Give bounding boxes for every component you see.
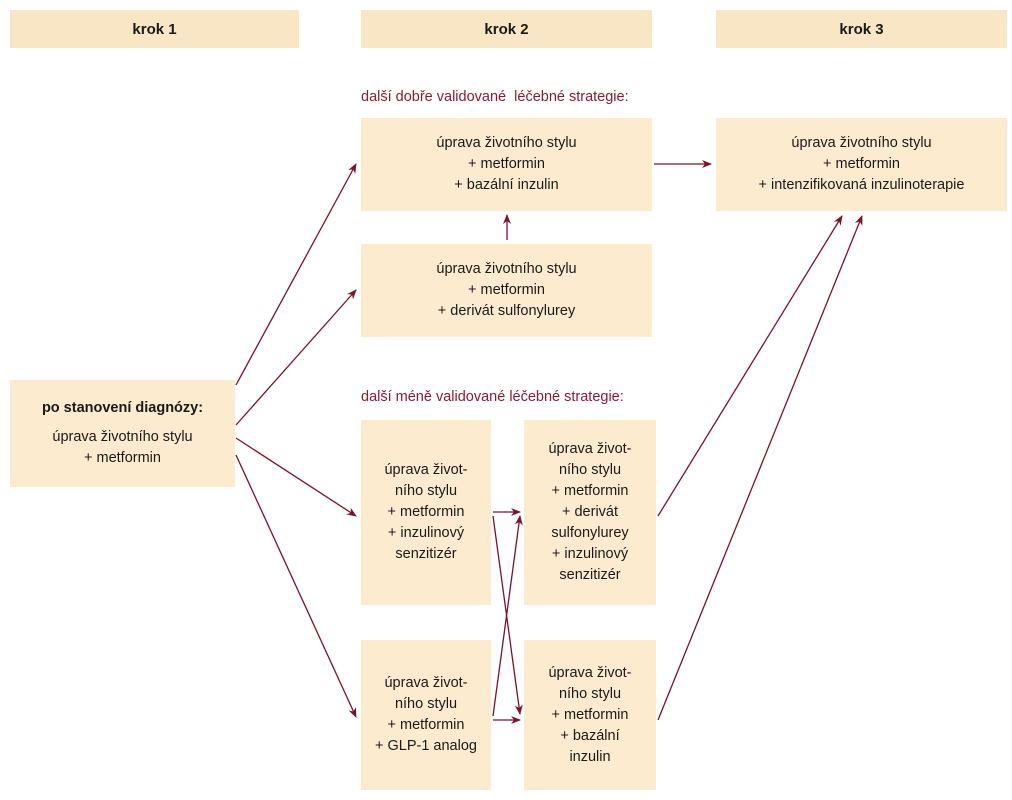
box-intensified-line: + intenzifikovaná inzulinoterapie: [758, 177, 965, 193]
box-diagnosis-line: + metformin: [84, 450, 161, 466]
box-basal-insulin: úprava životního stylu + metformin + baz…: [361, 118, 652, 211]
header-step-1: krok 1: [10, 10, 299, 48]
section-label-well-validated: další dobře validované léčebné strategie…: [361, 89, 629, 105]
header-step-2: krok 2: [361, 10, 652, 48]
box-triple-line: + derivát: [561, 504, 619, 520]
box-intensified-line: úprava životního stylu: [791, 135, 932, 151]
box-basal-insulin-line: úprava životního stylu: [436, 135, 577, 151]
box-sulfonylurea-line: + metformin: [468, 282, 545, 298]
section-label-less-validated: další méně validované léčebné strategie:: [361, 389, 624, 405]
box-triple-line: + metformin: [551, 483, 629, 499]
box-basal-small-line: ního stylu: [558, 685, 622, 702]
box-triple-line: ního stylu: [558, 462, 622, 478]
box-intensified-line: + metformin: [823, 156, 900, 172]
box-basal-small-line: + bazální: [560, 727, 620, 744]
arrow-basal-small-to-intensified: [657, 215, 863, 721]
box-sensitizer-line: + metformin: [387, 504, 465, 520]
box-sensitizer-line: úprava život-: [384, 462, 468, 478]
box-sulfonylurea-line: + derivát sulfonylurey: [437, 303, 576, 319]
box-diagnosis-heading: po stanovení diagnózy:: [41, 400, 204, 416]
box-basal-small-line: inzulin: [569, 748, 611, 765]
header-step-3: krok 3: [716, 10, 1007, 48]
box-basal-insulin-small: úprava život- ního stylu + metformin + b…: [524, 640, 656, 790]
box-sensitizer: úprava život- ního stylu + metformin + i…: [361, 420, 491, 605]
arrow-diagnosis-to-sensitizer: [235, 437, 357, 517]
box-diagnosis-line: úprava životního stylu: [52, 429, 193, 445]
arrow-glp1-to-triple: [492, 515, 523, 717]
box-glp1: úprava život- ního stylu + metformin + G…: [361, 640, 491, 790]
box-triple-line: senzitizér: [559, 567, 621, 583]
box-basal-small-line: + metformin: [551, 706, 629, 723]
box-intensified-insulin: úprava životního stylu + metformin + int…: [716, 118, 1007, 211]
box-basal-insulin-line: + bazální inzulin: [454, 177, 559, 193]
box-sulfonylurea-line: úprava životního stylu: [436, 261, 577, 277]
box-basal-insulin-line: + metformin: [468, 156, 545, 172]
box-sensitizer-line: senzitizér: [395, 546, 457, 562]
box-diagnosis: po stanovení diagnózy: úprava životního …: [10, 380, 235, 487]
box-sensitizer-line: + inzulinový: [387, 525, 465, 541]
box-triple-line: úprava život-: [548, 441, 632, 457]
arrow-diagnosis-to-glp1: [235, 454, 357, 718]
box-triple-therapy: úprava život- ního stylu + metformin + d…: [524, 420, 656, 605]
arrow-diagnosis-to-sulfonylurea: [235, 289, 357, 426]
box-glp1-line: úprava život-: [384, 675, 468, 691]
box-glp1-line: + metformin: [387, 717, 465, 733]
arrow-triple-to-intensified: [657, 215, 843, 517]
box-sulfonylurea: úprava životního stylu + metformin + der…: [361, 244, 652, 337]
box-triple-line: + inzulinový: [551, 546, 629, 562]
arrow-diagnosis-to-basal: [235, 163, 357, 386]
box-basal-small-line: úprava život-: [548, 664, 632, 681]
box-glp1-line: ního stylu: [394, 696, 458, 712]
box-triple-line: sulfonylurey: [551, 525, 629, 541]
box-sensitizer-line: ního stylu: [394, 483, 458, 499]
box-glp1-line: + GLP-1 analog: [375, 738, 477, 754]
